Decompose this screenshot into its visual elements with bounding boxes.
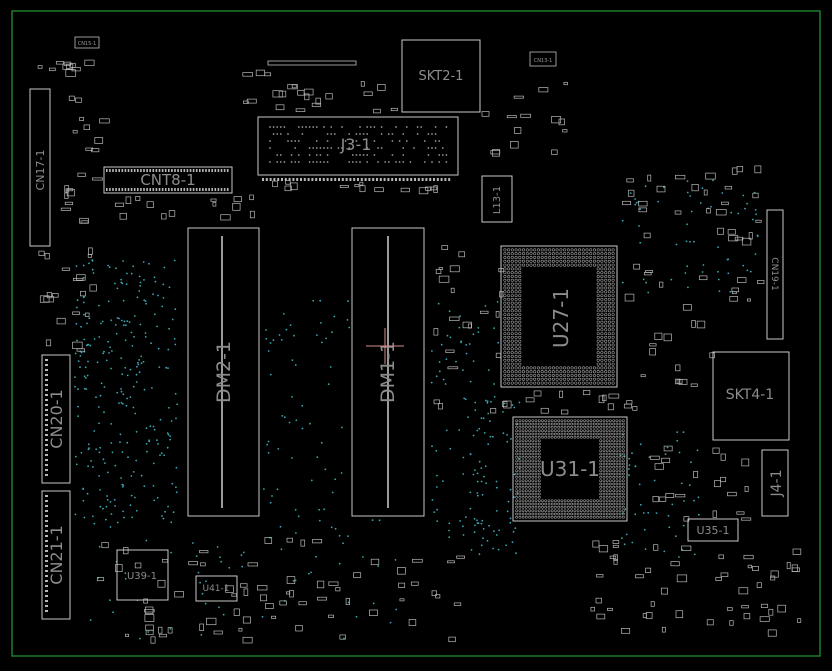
inductor-l13[interactable]: L13-1 [481,175,513,223]
u41-label: U41-1 [202,584,229,594]
connector-cn15[interactable]: CN15-1 [74,36,100,49]
cn15-label: CN15-1 [78,41,97,47]
connector-cn13[interactable]: CN13-1 [529,51,557,67]
u27-label: U27-1 [549,288,573,348]
memory-slot-dm1[interactable]: DM1-1 [351,227,425,517]
socket-skt2[interactable]: SKT2-1 [401,39,481,113]
dm1-label: DM1-1 [377,341,399,403]
u35-label: U35-1 [696,524,729,537]
chip-u27[interactable]: U27-1 [500,245,618,388]
chip-u39[interactable]: U39-1 [116,549,169,601]
j4-label: J4-1 [769,470,785,498]
board-outline [11,10,821,657]
cnt8-label: CNT8-1 [140,171,195,189]
connector-cn21[interactable]: CN21-1 [41,490,71,620]
cn20-label: CN20-1 [47,389,66,448]
passive-components [37,59,802,644]
u31-label: U31-1 [540,457,600,481]
cn21-label: CN21-1 [47,525,66,584]
u39-label: U39-1 [127,571,157,582]
crosshair-cursor-icon [366,328,404,364]
skt4-label: SKT4-1 [726,387,774,403]
j3-label: J3-1 [340,135,372,154]
skt2-label: SKT2-1 [419,69,464,84]
connector-j4[interactable]: J4-1 [761,449,789,517]
cn13-label: CN13-1 [534,58,553,64]
via-field [74,179,759,640]
chip-u41[interactable]: U41-1 [195,575,238,602]
cn19-label: CN19-1 [769,257,779,290]
socket-skt4[interactable]: SKT4-1 [712,351,790,441]
connector-cn20[interactable]: CN20-1 [41,354,71,484]
chip-u31[interactable]: U31-1 [512,416,628,522]
connector-cn17[interactable]: CN17-1 [29,88,51,247]
l13-label: L13-1 [492,186,503,214]
connector-cn19[interactable]: CN19-1 [766,209,784,340]
cn17-label: CN17-1 [34,150,47,191]
memory-slot-dm2[interactable]: DM2-1 [187,227,260,517]
connector-cnt8[interactable]: CNT8-1 [103,166,233,194]
dm2-label: DM2-1 [213,341,235,403]
chip-u35[interactable]: U35-1 [687,518,739,542]
connector-j3[interactable]: J3-1 [257,116,459,181]
top-strip-connector [267,60,357,66]
